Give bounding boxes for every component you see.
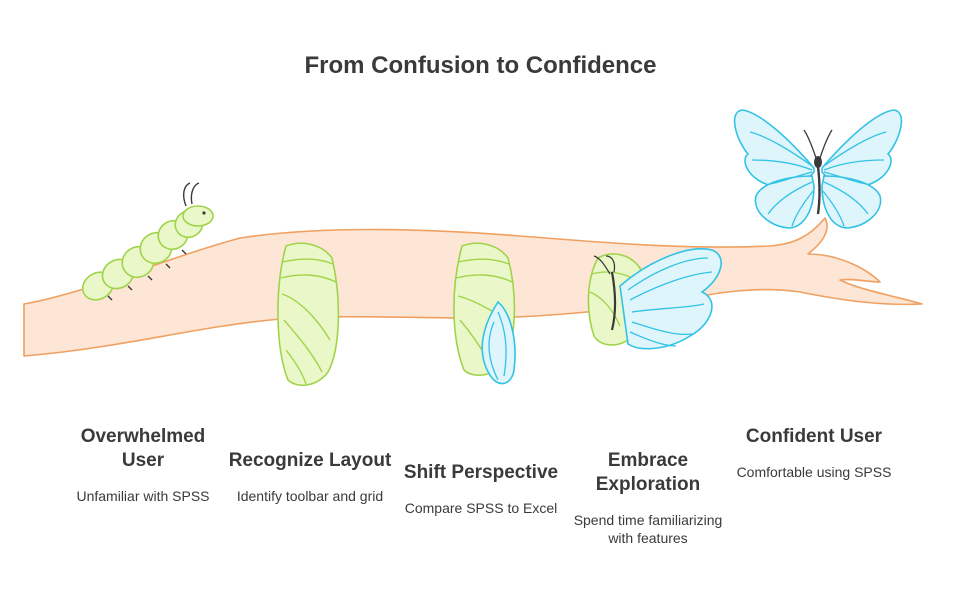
- stage-overwhelmed-user: Overwhelmed User Unfamiliar with SPSS: [58, 425, 228, 505]
- stage-description: Comfortable using SPSS: [736, 464, 892, 480]
- stage-description: Unfamiliar with SPSS: [76, 488, 210, 504]
- stage-recognize-layout: Recognize Layout Identify toolbar and gr…: [225, 449, 395, 505]
- stage-name: Recognize Layout: [228, 450, 392, 471]
- stage-description: Spend time familiarizing with features: [573, 512, 723, 546]
- stage-name: Overwhelmed User: [80, 426, 206, 471]
- cocoon-with-wing-icon: [453, 242, 516, 385]
- stage-embrace-exploration: Embrace Exploration Spend time familiari…: [563, 449, 733, 547]
- stage-name: Shift Perspective: [403, 462, 559, 483]
- stage-name: Embrace Exploration: [595, 450, 701, 495]
- cocoon-icon: [277, 242, 340, 387]
- diagram-title: From Confusion to Confidence: [304, 52, 657, 79]
- caterpillar-icon: [81, 182, 214, 301]
- stage-description: Identify toolbar and grid: [236, 488, 384, 504]
- butterfly-icon: [733, 109, 903, 229]
- stage-description: Compare SPSS to Excel: [404, 500, 558, 516]
- stage-shift-perspective: Shift Perspective Compare SPSS to Excel: [396, 461, 566, 517]
- stage-confident-user: Confident User Comfortable using SPSS: [729, 425, 899, 481]
- emerging-butterfly-icon: [587, 248, 722, 350]
- stage-name: Confident User: [745, 426, 883, 447]
